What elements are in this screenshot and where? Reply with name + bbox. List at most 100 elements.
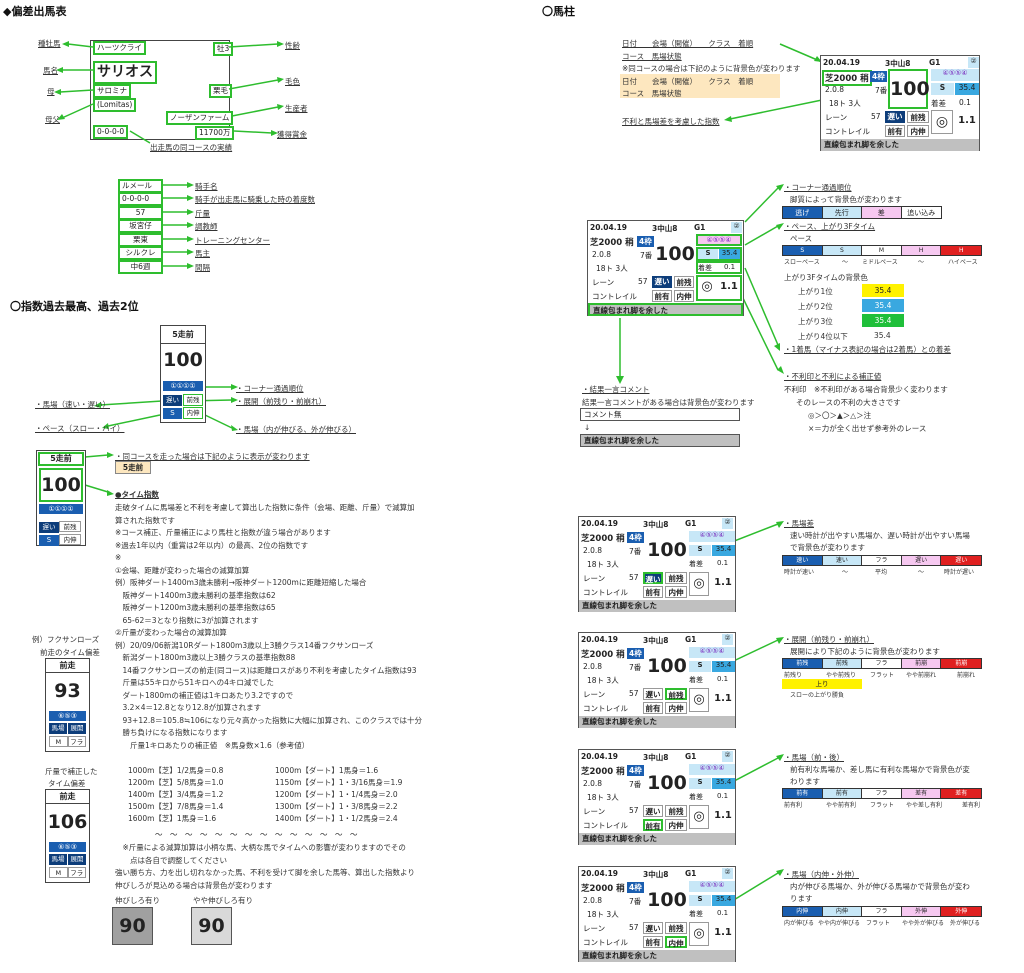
timeidx-line: 例）20/09/06新潟10Rダート1800m3歳以上3勝クラス14番フクサンロ… — [115, 640, 374, 650]
zenko-item: 前有 — [783, 789, 823, 798]
rn-uchisoto: ・馬場（内伸・外伸） — [784, 870, 859, 879]
card-grade: G1 — [929, 58, 941, 67]
tenkai-item: 前残 — [783, 659, 823, 668]
card-chaku: 着差 — [698, 264, 712, 272]
card-surface: 芝2000 稍 — [822, 70, 872, 86]
card-score: 100 — [647, 539, 687, 561]
card-maezan: 前残 — [907, 111, 929, 123]
card-grade: G1 — [694, 223, 706, 232]
card-wt: 57 — [629, 689, 639, 698]
card-margin: 0.1 — [724, 263, 736, 271]
uchisoto-legend: 内伸 内伸 フラ 外伸 外伸 — [782, 906, 982, 917]
card-uchinobi: 内伸 — [674, 290, 694, 302]
weights-left: 1000m【芝】1/2馬身＝0.8 1200m【芝】5/8馬身＝1.0 1400… — [128, 765, 223, 825]
card-time: 2.0.8 — [583, 779, 603, 788]
card-circle: ② — [722, 634, 733, 645]
samecourse-note: ・同コースを走った場合は下記のように表示が変わります — [115, 452, 310, 461]
jockey-owner: シルクレ — [118, 246, 163, 261]
timeidx-line: ダート1800mの補正値は1キロあたり3.2ですので — [115, 690, 294, 700]
past-p3: S — [163, 408, 182, 419]
past-p3-2: S — [39, 535, 59, 546]
jockey-label: 斤量 — [195, 209, 210, 218]
card-rider: コントレイル — [583, 821, 628, 830]
label-sire: 種牡馬 — [38, 39, 61, 48]
rn-baba2: 速い時計が出やすい馬場か、遅い時計が出やすい馬場 — [790, 531, 970, 540]
ex2-sub: タイム偏差 — [48, 779, 86, 788]
timeidx-line: 斤量1キロあたりの補正値 ※馬身数×1.6（参考値） — [115, 740, 310, 750]
jockey-name: ルメール — [118, 179, 163, 194]
card-comment: 直線包まれ脚を余した — [579, 833, 735, 845]
tenkai-agari: 上り — [782, 679, 862, 689]
ex2-score: 106 — [47, 811, 88, 833]
card-rider: コントレイル — [583, 938, 628, 947]
card-maeari: 前有 — [885, 125, 905, 137]
style-oikomi: 追い込み — [907, 209, 936, 217]
agari-row-4: 上がり4位以下 — [798, 332, 848, 341]
past-index-card: 5走前 100 ①①①① 遅い 前残 S 内伸 — [160, 325, 206, 423]
timeidx-line: 3.2×4＝12.8となり12.8が加算されます — [115, 703, 262, 712]
past-circles: ①①①① — [163, 381, 203, 391]
card-s: S — [689, 545, 711, 556]
entry-sex: 牡3 — [213, 42, 234, 57]
note-line: 伸びしろが見込める場合は背景色が変わります — [115, 880, 273, 890]
card-rider: コントレイル — [583, 704, 628, 713]
pace-sub-2: ミドルペース — [862, 259, 898, 266]
zenko-item: 差有 — [901, 789, 942, 798]
card-frame: 4枠 — [627, 648, 644, 659]
card-field: 18ト 3人 — [587, 910, 619, 919]
samecourse-box: 5走前 — [115, 461, 151, 474]
past-p4-2: 内伸 — [59, 534, 81, 545]
rn-furi2: そのレースの不利の大きさです — [796, 398, 901, 407]
card-frame: 4枠 — [627, 532, 644, 543]
rn-tenkai: ・展開（前残り・前崩れ） — [784, 635, 874, 644]
card-agari: 35.4 — [712, 545, 735, 556]
rn-pace-lbl: ペース — [790, 234, 813, 243]
card-circle: ② — [722, 751, 733, 762]
agari-val-1: 35.4 — [862, 284, 904, 297]
card-maeari: 前有 — [643, 702, 663, 714]
card-lane: レーン — [583, 574, 606, 583]
card-lane: レーン — [592, 278, 615, 287]
rn-tenkai2: 展開により下記のように背景色が変わります — [790, 647, 940, 656]
card-maezan: 前残 — [665, 805, 687, 817]
card-num: 7番 — [875, 86, 888, 95]
entry-breeder: ノーザンファーム — [166, 111, 234, 126]
ex2-head: 前走 — [46, 790, 89, 804]
card-num: 7番 — [629, 780, 642, 789]
tenkai-item: フラ — [862, 659, 902, 668]
furi-icon: ◎ — [701, 279, 713, 294]
timeidx-line: 14番フクサンローズの前走(同コース)は距離ロスがあり不利を考慮したタイム指数は… — [115, 665, 417, 675]
entry-damsire: (Lomitas) — [93, 98, 137, 113]
ex2-c: M — [49, 867, 68, 878]
card-comment: 直線包まれ脚を余した — [588, 303, 743, 316]
weight-row: 1200m【芝】5/8馬身＝1.0 — [128, 778, 224, 787]
zenko-sub: 前有利 — [784, 802, 803, 809]
card-chaku: 着差 — [689, 560, 703, 568]
card-uchinobi: 内伸 — [907, 125, 929, 137]
baba-item: 遅い — [901, 556, 942, 565]
label-breeder: 生産者 — [285, 104, 308, 113]
nobi-label-2: やや伸びしろ有り — [193, 896, 253, 905]
pace-s2: S — [822, 246, 863, 255]
card-margin: 0.1 — [959, 98, 971, 107]
rn-corner: ・コーナー通過順位 — [784, 183, 852, 192]
card-agari: 35.4 — [712, 661, 735, 672]
rn-uchisoto3: ります — [790, 894, 813, 903]
card-v11: 1.1 — [714, 810, 732, 821]
uchisoto-sub: 外が伸びる — [950, 920, 981, 927]
card-s: S — [698, 249, 718, 259]
uchisoto-item: 外伸 — [901, 907, 942, 916]
past-p1: 遅い — [163, 395, 182, 406]
note-line: 点は各自で調整してください — [115, 855, 228, 865]
card-comment: 直線包まれ脚を余した — [579, 600, 735, 612]
card-race: 3中山8 — [643, 870, 669, 879]
rn-chakusa: ・1着馬（マイナス表記の場合は2着馬）との着差 — [784, 345, 951, 354]
past-label-slow: ・ペース（スロー・ハイ） — [35, 424, 125, 433]
entry-dam: サロミナ — [93, 84, 131, 99]
weights-right: 1000m【ダート】1馬身＝1.6 1150m【ダート】1・3/16馬身＝1.9… — [275, 765, 402, 825]
card-circle: ② — [722, 868, 733, 879]
zenko-sub: やや前有利 — [826, 802, 857, 809]
card-rider: コントレイル — [592, 292, 637, 301]
